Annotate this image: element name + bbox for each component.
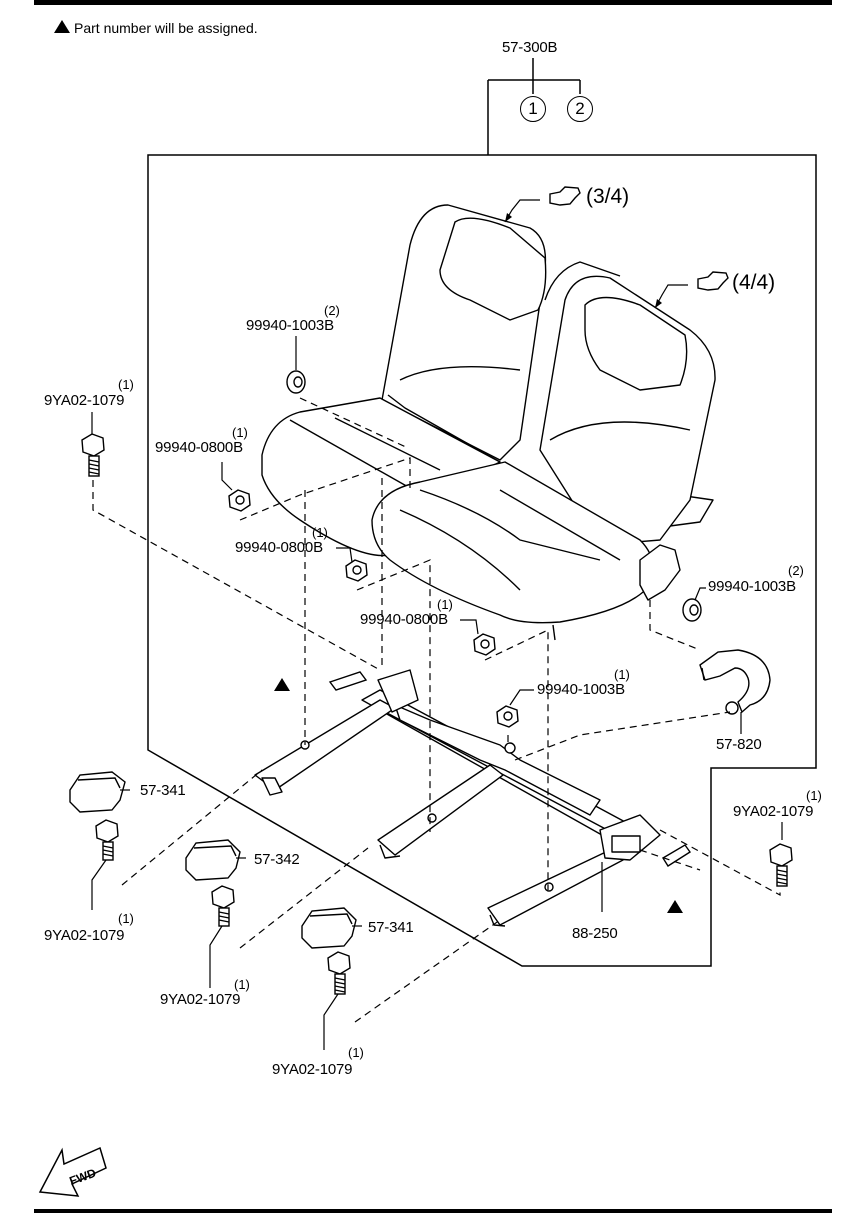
callout-part-no[interactable]: 9YA02-1079 [733,803,814,820]
callout-part-no[interactable]: 9YA02-1079 [160,991,241,1008]
hand-pointer-icon [549,186,729,291]
callout-part-no[interactable]: 99940-0800B [235,539,323,556]
dashed-lines [92,397,781,1023]
callout-part-no[interactable]: 9YA02-1079 [272,1061,353,1078]
callout-qty: (1) [234,977,250,992]
callout-qty: (2) [788,563,804,578]
bottom-rule [34,1209,832,1213]
callout-part-no[interactable]: 57-341 [140,782,186,799]
triangle-marker-icon [274,678,290,691]
callout-part-no[interactable]: 99940-1003B [537,681,625,698]
callout-qty: (1) [806,788,822,803]
variant-1: 1 [520,96,546,122]
tab-parts [328,671,691,867]
variant-2: 2 [567,96,593,122]
callout-part-no[interactable]: 57-820 [716,736,762,753]
assembly-bracket [487,58,581,155]
assembly-outline [147,154,817,967]
callout-qty: (1) [118,377,134,392]
cover-57-820 [699,649,771,715]
callout-part-no[interactable]: 57-341 [368,919,414,936]
callout-part-no[interactable]: 9YA02-1079 [44,392,125,409]
callout-part-no[interactable]: 99940-0800B [360,611,448,628]
callout-part-no[interactable]: 9YA02-1079 [44,927,125,944]
leader-lines [91,199,783,1050]
note-triangle-icon [54,20,70,33]
caps [69,771,357,949]
ref-3-4[interactable]: (3/4) [586,185,630,208]
leader-arrows [505,213,662,308]
callout-part-no[interactable]: 88-250 [572,925,618,942]
nuts [228,370,702,728]
callout-qty: (1) [312,525,328,540]
callout-qty: (1) [118,911,134,926]
callout-qty: (2) [324,303,340,318]
callout-part-no[interactable]: 57-342 [254,851,300,868]
note-text: Part number will be assigned. [74,20,258,36]
assembly-part-no[interactable]: 57-300B [502,39,558,56]
callout-qty: (1) [437,597,453,612]
callout-part-no[interactable]: 99940-1003B [246,317,334,334]
callout-part-no[interactable]: 99940-0800B [155,439,243,456]
ref-4-4[interactable]: (4/4) [732,271,776,294]
triangle-marker-icon [667,900,683,913]
bolts [81,433,793,995]
callout-qty: (1) [348,1045,364,1060]
callout-qty: (1) [614,667,630,682]
fwd-arrow-icon: FWD [38,1146,107,1197]
seat-frame [254,669,661,927]
top-rule [34,0,832,5]
rear-seat [261,204,716,641]
callout-qty: (1) [232,425,248,440]
callout-part-no[interactable]: 99940-1003B [708,578,796,595]
